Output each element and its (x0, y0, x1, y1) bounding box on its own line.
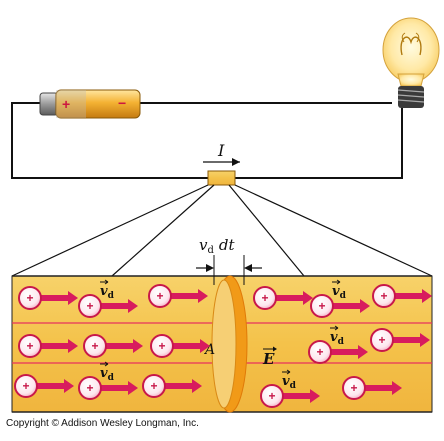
drift-velocity-arrow (170, 289, 208, 303)
charge-ball (308, 340, 332, 364)
charge-sign: + (156, 289, 163, 303)
charge-carrier: + (372, 284, 432, 308)
drift-velocity-arrow (172, 339, 210, 353)
drift-velocity-arrow (40, 291, 78, 305)
charge-sign: + (150, 379, 157, 393)
battery-minus: − (118, 95, 126, 111)
charge-carrier: + (253, 286, 313, 310)
vd-dt-tail: dt (219, 236, 236, 254)
vector-arrow-mark (100, 279, 109, 285)
charge-ball (18, 286, 42, 310)
efield-label-group: E (262, 346, 277, 368)
drift-velocity-arrow (36, 379, 74, 393)
vector-arrow-mark (330, 325, 339, 331)
charge-ball (78, 376, 102, 400)
charge-carrier: + vd (78, 361, 138, 400)
charge-ball (253, 286, 277, 310)
drift-velocity-arrow (330, 345, 368, 359)
drift-velocity-arrow (392, 333, 430, 347)
charge-carrier: + (148, 284, 208, 308)
charge-sign: + (350, 381, 357, 395)
drift-velocity-arrow (332, 299, 370, 313)
charge-sign: + (26, 291, 33, 305)
vd-dt-v: v (199, 236, 208, 254)
current-arrow: I (203, 141, 240, 166)
drift-velocity-arrow (394, 289, 432, 303)
drift-velocity-arrow (282, 389, 320, 403)
charge-ball (78, 294, 102, 318)
charge-sign: + (86, 381, 93, 395)
vector-arrow-mark (332, 279, 341, 285)
vector-arrow-mark (282, 369, 291, 375)
charge-carrier: + (342, 376, 402, 400)
charge-carrier: + (18, 334, 78, 358)
charge-sign: + (26, 339, 33, 353)
charge-carrier: + (18, 286, 78, 310)
vd-label: vd (100, 366, 115, 383)
charge-ball (14, 374, 38, 398)
copyright-notice: Copyright © Addison Wesley Longman, Inc. (6, 418, 199, 429)
charge-carrier: + vd (310, 279, 370, 318)
vd-label: vd (332, 284, 347, 301)
drift-velocity-arrow (164, 379, 202, 393)
drift-velocity-arrow (105, 339, 143, 353)
charge-carrier: + (370, 328, 430, 352)
charge-ball (260, 384, 284, 408)
battery-plus: + (62, 96, 70, 112)
charge-ball (148, 284, 172, 308)
charge-sign: + (318, 299, 325, 313)
efield-label: E (262, 350, 275, 368)
light-bulb-icon (382, 17, 440, 108)
charge-sign: + (378, 333, 385, 347)
charge-ball (83, 334, 107, 358)
conductor-segment (207, 170, 236, 186)
circuit-wire (11, 102, 403, 179)
charge-ball (142, 374, 166, 398)
charge-carrier: + vd (260, 369, 320, 408)
charge-ball (372, 284, 396, 308)
charge-carrier: + (142, 374, 202, 398)
current-label: I (217, 141, 225, 160)
charge-ball (342, 376, 366, 400)
charge-carrier: + (150, 334, 210, 358)
drift-velocity-arrow (275, 291, 313, 305)
charge-sign: + (316, 345, 323, 359)
vector-arrow-mark (100, 361, 109, 367)
charge-sign: + (268, 389, 275, 403)
vd-dt-sub: d (207, 245, 214, 256)
charge-ball (310, 294, 334, 318)
battery-icon: + − (39, 89, 141, 119)
charge-sign: + (22, 379, 29, 393)
charge-carrier: + (83, 334, 143, 358)
charge-sign: + (91, 339, 98, 353)
drift-velocity-arrow (40, 339, 78, 353)
charge-ball (370, 328, 394, 352)
charge-sign: + (261, 291, 268, 305)
charge-ball (18, 334, 42, 358)
charge-sign: + (86, 299, 93, 313)
charge-carrier: + (14, 374, 74, 398)
cross-section-disk: A (203, 275, 248, 413)
zoom-lines (11, 184, 433, 277)
charge-sign: + (380, 289, 387, 303)
charge-carrier: + vd (78, 279, 138, 318)
drift-velocity-arrow (100, 299, 138, 313)
drift-velocity-arrow (364, 381, 402, 395)
charge-sign: + (158, 339, 165, 353)
charge-ball (150, 334, 174, 358)
charge-carriers: ++vd+++vd+++++vd+++vd++vd+ (14, 279, 432, 408)
vd-label: vd (282, 374, 297, 391)
drift-velocity-arrow (100, 381, 138, 395)
charge-carrier: + vd (308, 325, 368, 364)
vd-label: vd (330, 330, 345, 347)
vd-label: vd (100, 284, 115, 301)
